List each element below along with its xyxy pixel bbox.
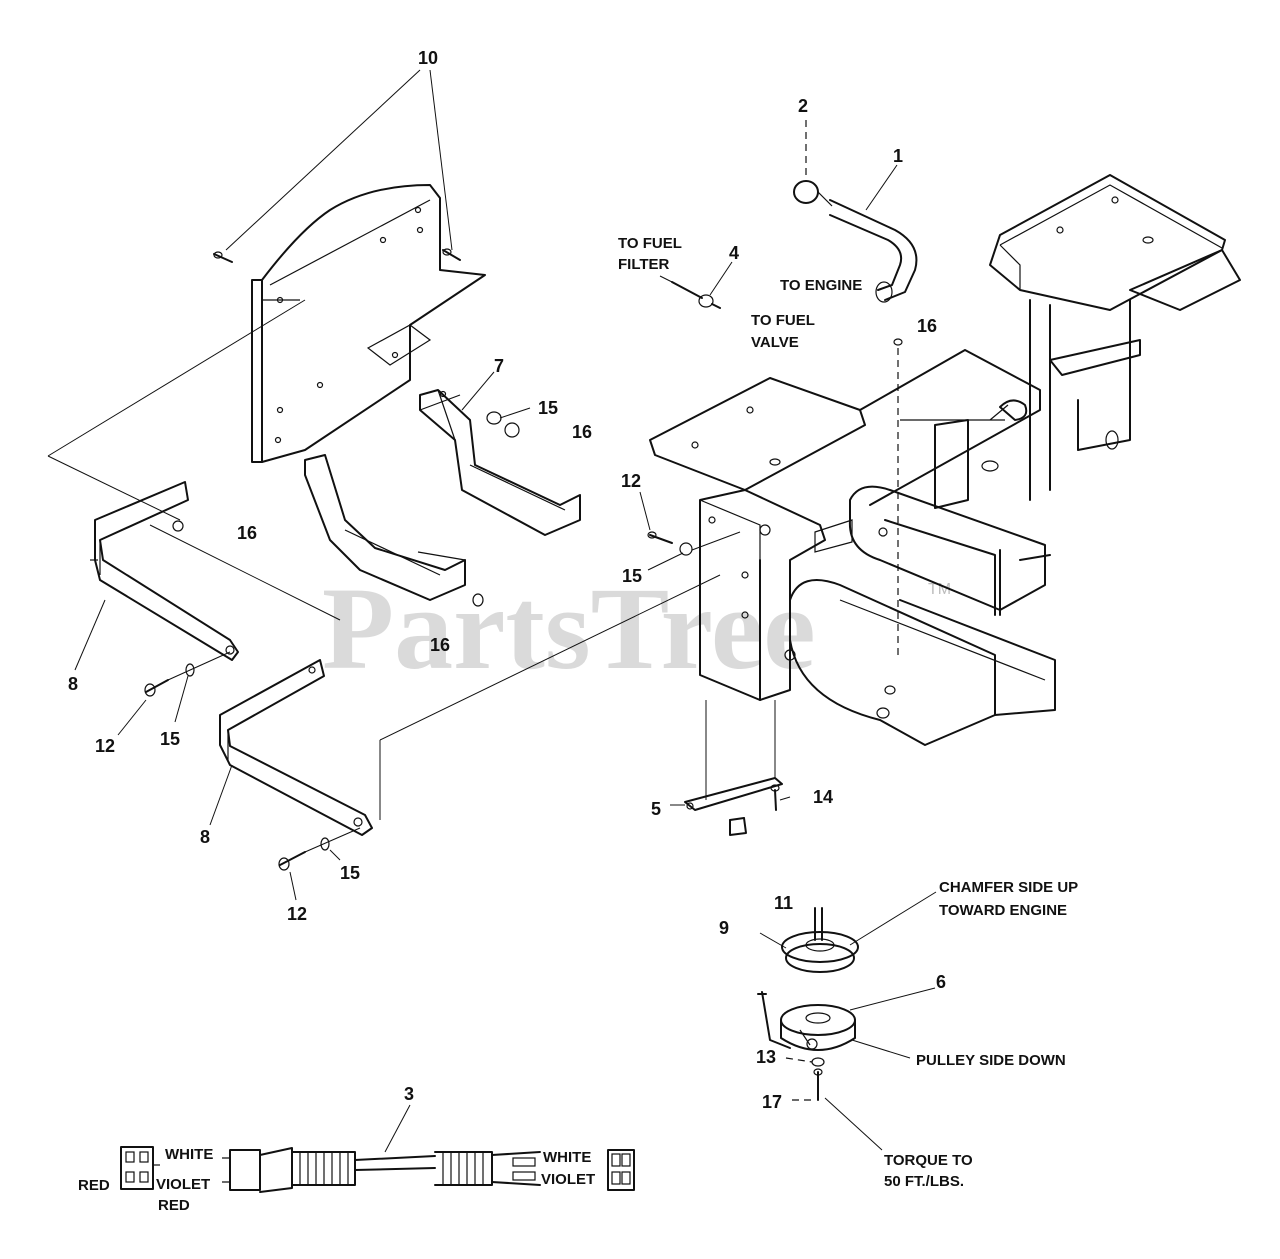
callout-16b: 16 [572, 422, 592, 442]
leader-12b [117, 699, 147, 736]
bolt-washer-bottom [278, 827, 361, 871]
callout-5: 5 [651, 799, 661, 819]
wire-label-red-outer: RED [78, 1177, 110, 1194]
bolt-washer-left [144, 651, 231, 697]
leader-15b [647, 552, 684, 571]
note-to-fuel-valve-1: TO FUEL [751, 312, 815, 329]
note-chamfer-1: CHAMFER SIDE UP [939, 879, 1078, 896]
callout-12b: 12 [95, 736, 115, 756]
bolt-washer-frame [647, 531, 741, 556]
leader-4 [709, 261, 733, 296]
wire-label-violet-left: VIOLET [156, 1176, 210, 1193]
leader-13 [785, 1057, 813, 1063]
washer-nut-upper [486, 411, 520, 438]
note-to-engine: TO ENGINE [780, 277, 862, 294]
callout-8a: 8 [68, 674, 78, 694]
callout-9: 9 [719, 918, 729, 938]
callout-1: 1 [893, 146, 903, 166]
clutch-6-part [757, 991, 856, 1051]
callout-12c: 12 [287, 904, 307, 924]
leader-6 [849, 987, 936, 1011]
callout-10: 10 [418, 48, 438, 68]
watermark-tm: TM [928, 581, 951, 598]
callout-11: 11 [774, 893, 793, 913]
note-pulley-side-down: PULLEY SIDE DOWN [916, 1052, 1066, 1069]
leader-8a [74, 599, 106, 671]
leader-10b [429, 69, 453, 251]
callout-16d: 16 [430, 635, 450, 655]
callout-6: 6 [936, 972, 946, 992]
leader-8b [209, 764, 233, 826]
note-torque-1: TORQUE TO [884, 1152, 973, 1169]
leader-15a [499, 407, 531, 419]
bar-8-right-part [219, 659, 373, 836]
wire-label-violet-right: VIOLET [541, 1171, 595, 1188]
leader-7 [461, 371, 495, 411]
callout-4: 4 [729, 243, 739, 263]
leader-15d [329, 849, 341, 861]
callout-16a: 16 [917, 316, 937, 336]
callout-13: 13 [756, 1047, 776, 1067]
wire-harness-3-part [120, 1146, 635, 1193]
leader-10a [225, 69, 421, 251]
leader-12a [639, 491, 651, 531]
washer-bolt-clutch [811, 1057, 825, 1101]
pulley-9-part [781, 907, 859, 973]
wire-label-white-right: WHITE [543, 1149, 591, 1166]
callout-12a: 12 [621, 471, 641, 491]
note-chamfer-2: TOWARD ENGINE [939, 902, 1067, 919]
note-to-fuel-filter-2: FILTER [618, 256, 670, 273]
callout-14: 14 [813, 787, 833, 807]
leader-12c [289, 871, 297, 901]
leader-9 [759, 932, 787, 949]
bracket-7-part [419, 389, 581, 536]
bracket-5-part [684, 700, 783, 836]
callout-2: 2 [798, 96, 808, 116]
note-to-fuel-valve-2: VALVE [751, 334, 799, 351]
wire-label-white-left: WHITE [165, 1146, 213, 1163]
leader-15c [174, 675, 189, 723]
callout-7: 7 [494, 356, 504, 376]
callout-8b: 8 [200, 827, 210, 847]
callout-16c: 16 [237, 523, 257, 543]
callout-15b: 15 [622, 566, 642, 586]
callout-15a: 15 [538, 398, 558, 418]
leader-fuel-filter [659, 275, 673, 283]
callout-17: 17 [762, 1092, 782, 1112]
frame-assembly-part [649, 174, 1241, 746]
projection-line-2 [379, 574, 721, 741]
wire-label-red-inner: RED [158, 1197, 190, 1214]
leader-pulley-side [851, 1039, 911, 1059]
watermark-text: PartsTree [322, 563, 816, 694]
note-to-fuel-filter-1: TO FUEL [618, 235, 682, 252]
leader-torque [824, 1097, 883, 1151]
fuel-fitting-part [671, 281, 721, 309]
mounting-plate-part [47, 184, 486, 621]
leader-14 [779, 796, 791, 801]
leader-3 [384, 1104, 411, 1153]
leader-1 [865, 164, 898, 211]
callout-3: 3 [404, 1084, 414, 1104]
bar-8-left-part [90, 481, 239, 661]
fuel-hose-part [793, 180, 918, 303]
note-torque-2: 50 FT./LBS. [884, 1173, 964, 1190]
callout-15d: 15 [340, 863, 360, 883]
bracket-middle-part [304, 454, 484, 607]
leader-chamfer [849, 891, 937, 946]
callout-15c: 15 [160, 729, 180, 749]
